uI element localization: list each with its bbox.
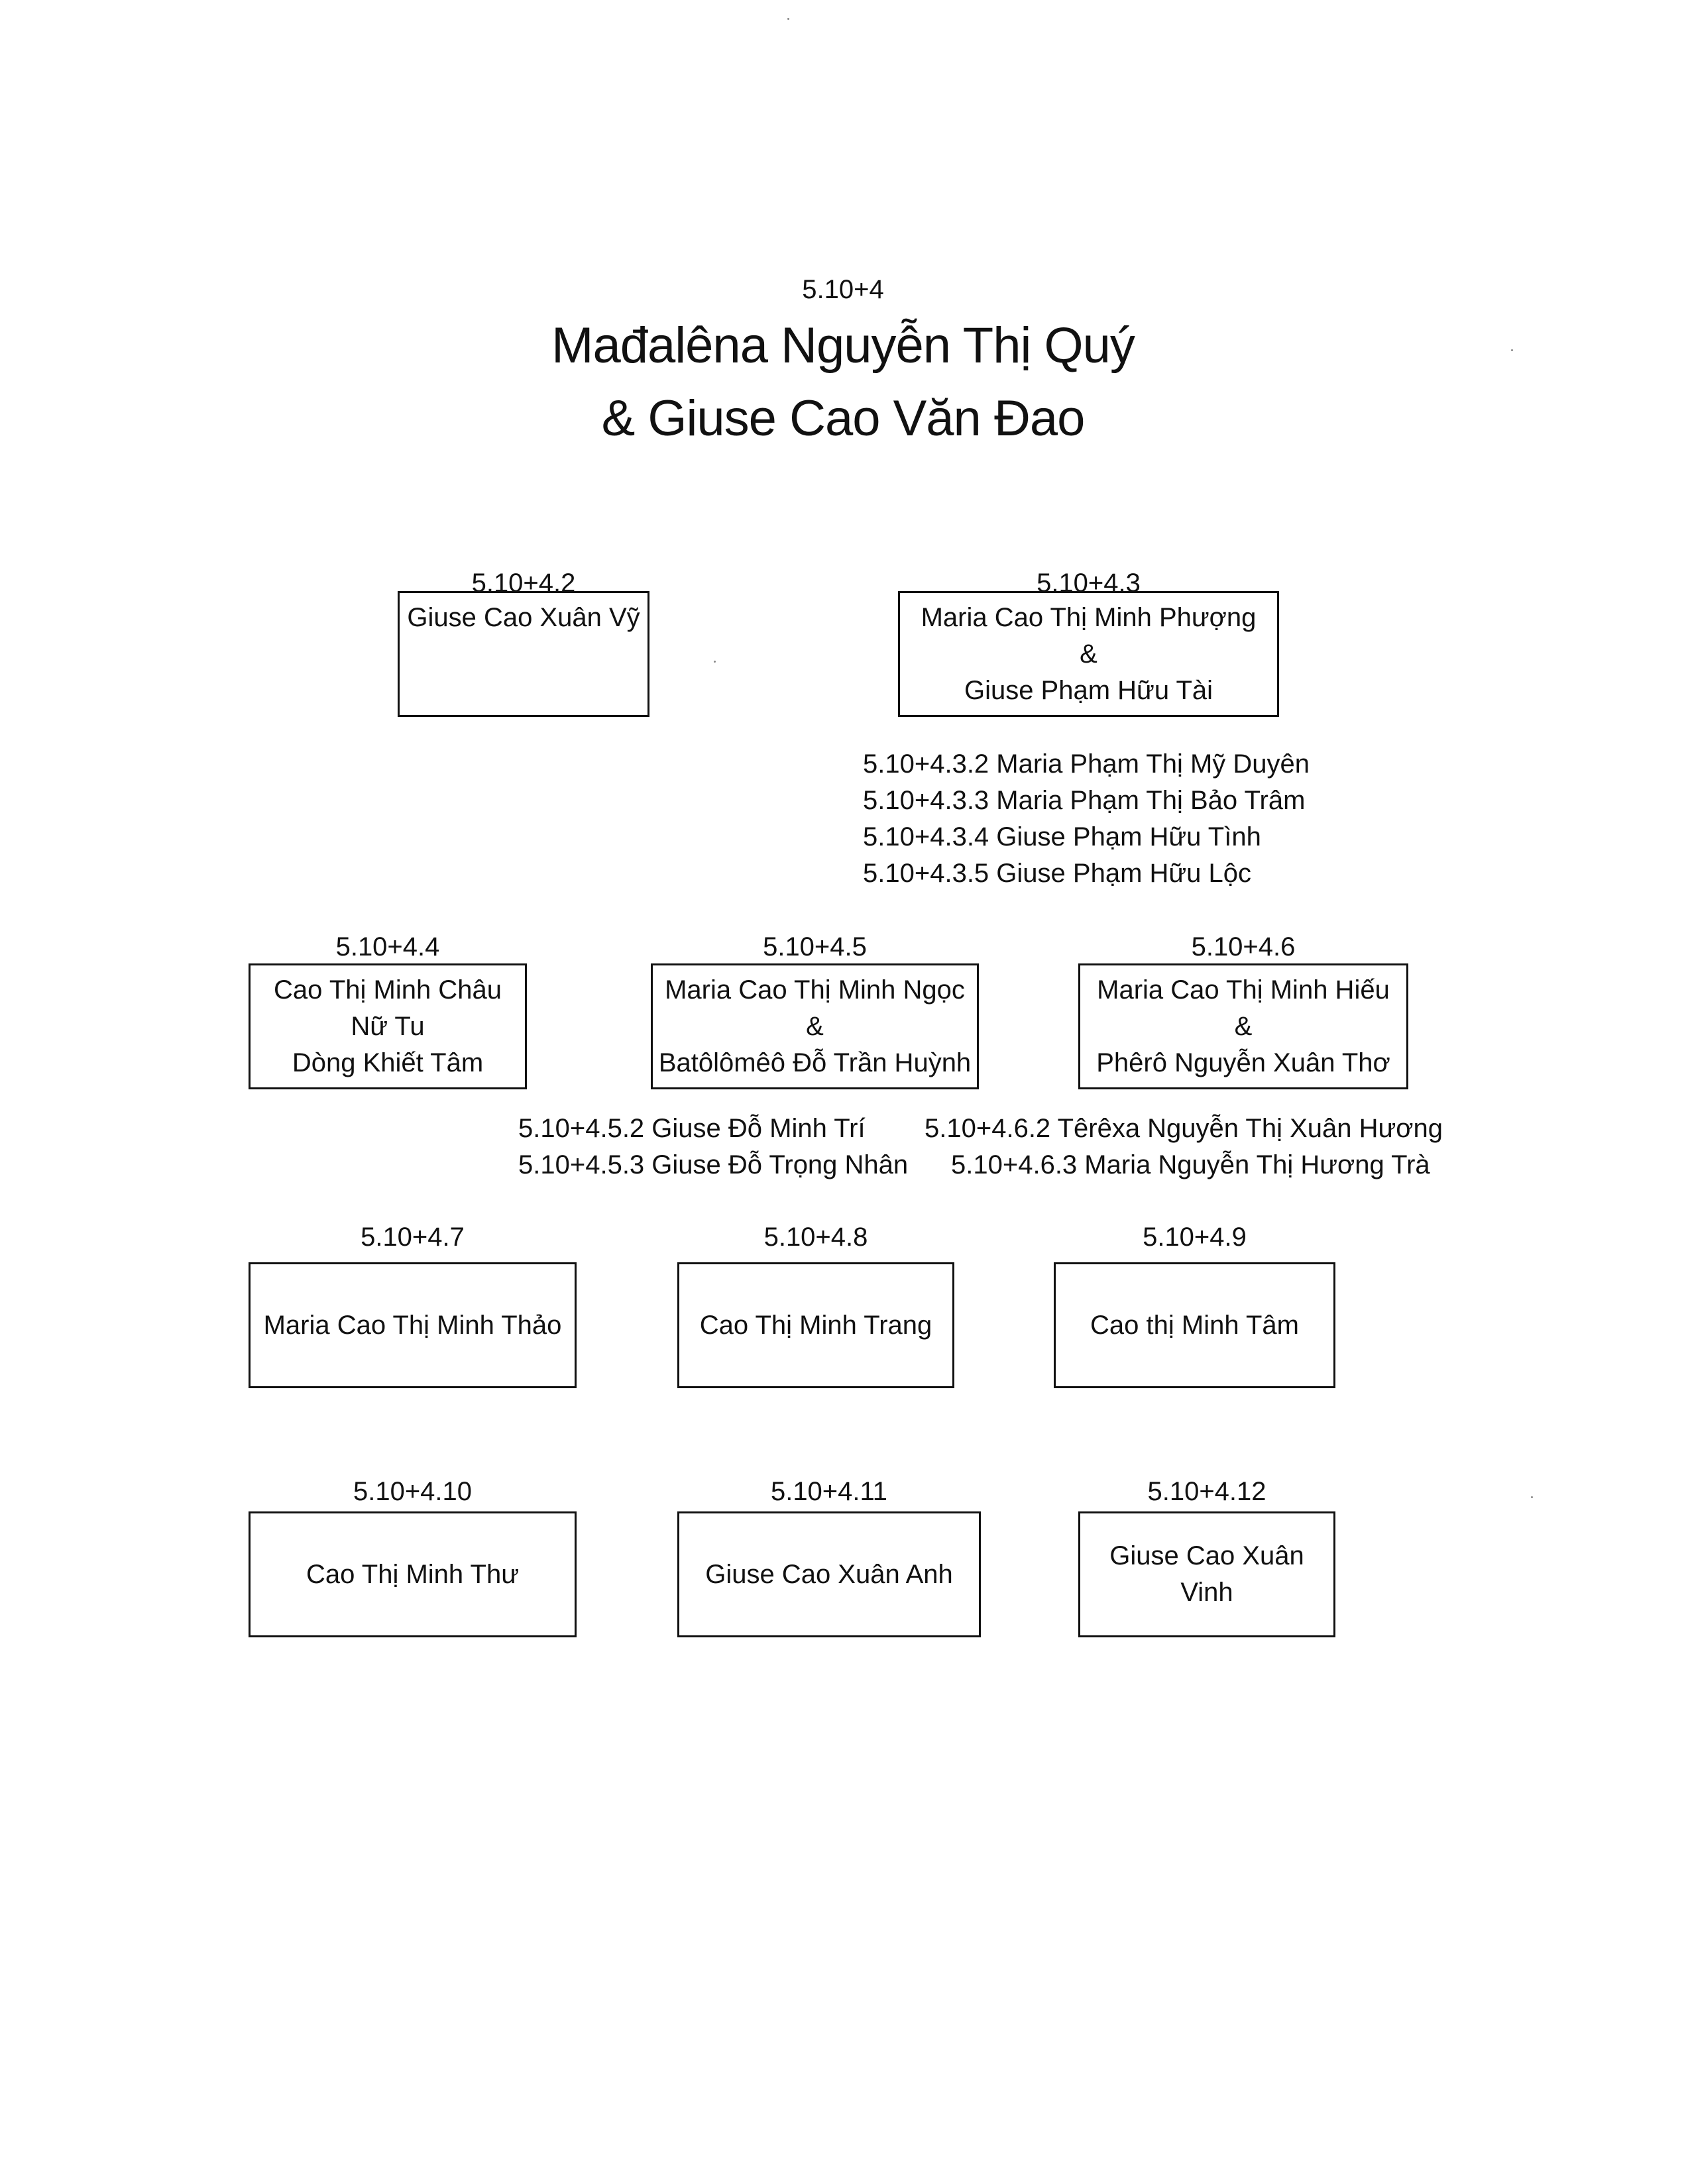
scan-speck xyxy=(1511,349,1513,351)
child-4-9-line: Cao thị Minh Tâm xyxy=(1090,1310,1299,1340)
grandchild-4-3-2: 5.10+4.3.2 Maria Phạm Thị Mỹ Duyên xyxy=(863,749,1310,779)
grandchild-4-3-4: 5.10+4.3.4 Giuse Phạm Hữu Tình xyxy=(863,822,1261,851)
child-code-4-4: 5.10+4.4 xyxy=(335,932,440,961)
child-code-4-10: 5.10+4.10 xyxy=(353,1477,473,1506)
grandchildren-4-5: 5.10+4.5.2 Giuse Đỗ Minh Trí 5.10+4.5.3 … xyxy=(518,1111,908,1183)
child-code-4-6: 5.10+4.6 xyxy=(1191,932,1296,961)
child-box-4-3: Maria Cao Thị Minh Phượng & Giuse Phạm H… xyxy=(898,591,1279,717)
child-4-4-line2: Nữ Tu xyxy=(351,1011,425,1041)
child-code-4-9: 5.10+4.9 xyxy=(1143,1223,1247,1252)
child-box-4-11: Giuse Cao Xuân Anh xyxy=(677,1511,981,1637)
scan-speck xyxy=(1531,1496,1533,1498)
child-4-4-line3: Dòng Khiết Tâm xyxy=(292,1048,484,1077)
child-code-4-11: 5.10+4.11 xyxy=(770,1477,888,1506)
child-4-11-line: Giuse Cao Xuân Anh xyxy=(705,1559,953,1589)
child-4-6-line1: Maria Cao Thị Minh Hiếu xyxy=(1097,975,1390,1005)
child-4-6-line2: & xyxy=(1234,1011,1253,1041)
child-box-4-9: Cao thị Minh Tâm xyxy=(1054,1262,1335,1388)
child-4-5-line2: & xyxy=(806,1011,824,1041)
grandchildren-4-6: 5.10+4.6.2 Têrêxa Nguyễn Thị Xuân Hương … xyxy=(925,1111,1443,1183)
scan-speck xyxy=(714,661,716,663)
scan-speck xyxy=(787,18,789,20)
child-code-4-8: 5.10+4.8 xyxy=(763,1223,868,1252)
root-code: 5.10+4 xyxy=(802,275,884,304)
child-4-8-line: Cao Thị Minh Trang xyxy=(699,1310,932,1340)
child-box-4-4: Cao Thị Minh Châu Nữ Tu Dòng Khiết Tâm xyxy=(249,963,527,1089)
grandchild-4-5-2: 5.10+4.5.2 Giuse Đỗ Minh Trí xyxy=(518,1114,866,1143)
child-box-4-6: Maria Cao Thị Minh Hiếu & Phêrô Nguyễn X… xyxy=(1078,963,1408,1089)
child-box-4-5: Maria Cao Thị Minh Ngọc & Batôlômêô Đỗ T… xyxy=(651,963,979,1089)
child-box-4-2: Giuse Cao Xuân Vỹ xyxy=(398,591,649,717)
child-4-7-line: Maria Cao Thị Minh Thảo xyxy=(263,1310,562,1340)
child-code-4-5: 5.10+4.5 xyxy=(763,932,867,961)
grandchild-4-3-3: 5.10+4.3.3 Maria Phạm Thị Bảo Trâm xyxy=(863,786,1306,815)
child-4-2-line: Giuse Cao Xuân Vỹ xyxy=(407,603,640,632)
child-box-4-12: Giuse Cao Xuân Vinh xyxy=(1078,1511,1335,1637)
child-4-5-line1: Maria Cao Thị Minh Ngọc xyxy=(665,975,965,1005)
child-4-10-line: Cao Thị Minh Thư xyxy=(306,1559,519,1589)
grandchild-4-6-2: 5.10+4.6.2 Têrêxa Nguyễn Thị Xuân Hương xyxy=(925,1114,1443,1143)
child-4-6-line3: Phêrô Nguyễn Xuân Thơ xyxy=(1096,1048,1390,1077)
child-4-3-line1: Maria Cao Thị Minh Phượng xyxy=(921,602,1257,632)
child-4-3-line2: & xyxy=(1080,639,1097,669)
child-code-4-12: 5.10+4.12 xyxy=(1147,1477,1266,1506)
child-box-4-8: Cao Thị Minh Trang xyxy=(677,1262,954,1388)
root-name-line2: & Giuse Cao Văn Đao xyxy=(601,390,1086,447)
child-box-4-7: Maria Cao Thị Minh Thảo xyxy=(249,1262,577,1388)
child-code-4-7: 5.10+4.7 xyxy=(361,1223,465,1252)
child-4-12-line: Giuse Cao Xuân Vinh xyxy=(1109,1541,1304,1607)
grandchild-4-5-3: 5.10+4.5.3 Giuse Đỗ Trọng Nhân xyxy=(518,1150,909,1179)
child-4-5-line3: Batôlômêô Đỗ Trần Huỳnh xyxy=(658,1048,972,1077)
grandchild-4-6-3: 5.10+4.6.3 Maria Nguyễn Thị Hương Trà xyxy=(951,1150,1430,1179)
grandchildren-4-3: 5.10+4.3.2 Maria Phạm Thị Mỹ Duyên 5.10+… xyxy=(863,746,1310,892)
child-4-3-line3: Giuse Phạm Hữu Tài xyxy=(964,675,1213,705)
child-box-4-10: Cao Thị Minh Thư xyxy=(249,1511,577,1637)
child-4-4-line1: Cao Thị Minh Châu xyxy=(274,975,502,1005)
root-name-line1: Mađalêna Nguyễn Thị Quý xyxy=(551,317,1135,374)
grandchild-4-3-5: 5.10+4.3.5 Giuse Phạm Hữu Lộc xyxy=(863,859,1252,888)
